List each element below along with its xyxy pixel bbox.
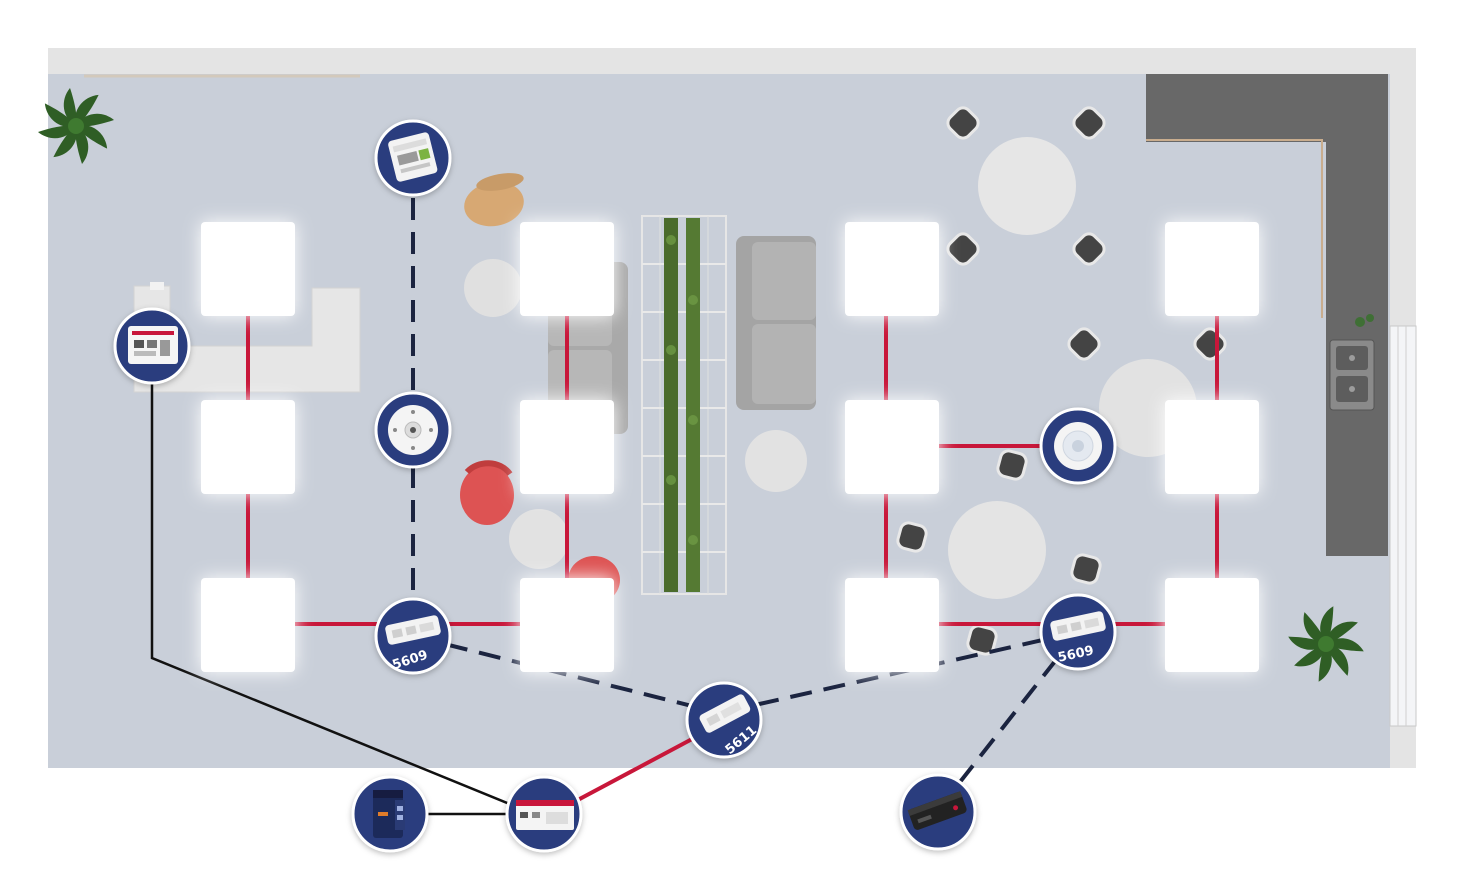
- lighting-controller-left[interactable]: 5609: [374, 597, 452, 675]
- ceiling-presence-sensor-right[interactable]: [1039, 407, 1117, 485]
- light-panel: [201, 222, 295, 316]
- kitchen-counter: [1146, 74, 1388, 556]
- din-rail-controller[interactable]: [505, 775, 583, 853]
- stools: [896, 106, 1227, 656]
- light-panel: [845, 222, 939, 316]
- lighting-controller-right[interactable]: 5609: [1039, 593, 1117, 671]
- air-quality-display-icon: [388, 132, 438, 182]
- wireless-hub[interactable]: 5611: [685, 681, 763, 759]
- ceiling-presence-sensor-left[interactable]: [374, 391, 452, 469]
- hub-module-icon: [699, 694, 751, 733]
- plant-divider: [641, 215, 727, 595]
- air-quality-sensor[interactable]: [374, 119, 452, 197]
- potted-plant-bottom-right: [1286, 604, 1366, 684]
- light-panel: [1165, 400, 1259, 494]
- touch-panel-icon: [128, 326, 178, 364]
- light-panel: [201, 400, 295, 494]
- ceiling-light-panels: [201, 222, 1259, 672]
- light-panel: [520, 578, 614, 672]
- din-rail-module-icon: [516, 800, 574, 830]
- potted-plant-top-left: [38, 88, 114, 164]
- wood-chair: [464, 173, 524, 227]
- sofa-right: [736, 236, 816, 410]
- red-chair-1: [460, 460, 514, 525]
- network-gateway[interactable]: [351, 775, 429, 853]
- reception-desk: [133, 282, 361, 393]
- controller-right-label: 5609: [1057, 643, 1096, 665]
- ceiling-sensor-icon: [1054, 422, 1102, 470]
- light-panel: [1165, 222, 1259, 316]
- light-panel: [201, 578, 295, 672]
- edge-computer[interactable]: [899, 773, 977, 851]
- furniture: [460, 106, 1227, 656]
- gateway-device-icon: [373, 790, 405, 838]
- wall-touch-panel[interactable]: [113, 307, 191, 385]
- controller-module-icon: [385, 615, 441, 645]
- mini-pc-icon: [907, 791, 967, 830]
- light-panel: [1165, 578, 1259, 672]
- light-panel: [520, 222, 614, 316]
- controller-module-icon: [1050, 611, 1106, 641]
- light-panel: [845, 578, 939, 672]
- light-panel: [520, 400, 614, 494]
- window-strip: [1389, 325, 1417, 727]
- ceiling-sensor-icon: [388, 405, 438, 455]
- light-panel: [845, 400, 939, 494]
